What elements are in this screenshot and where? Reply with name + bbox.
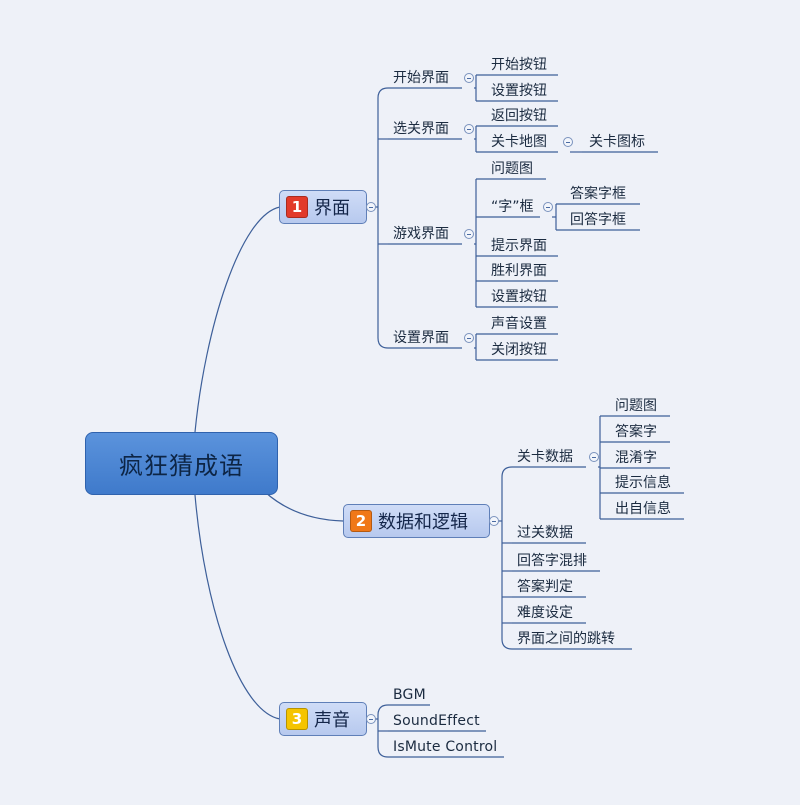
leaf-settings-button[interactable]: 设置按钮 (491, 289, 547, 305)
leaf-start-button[interactable]: 开始按钮 (491, 57, 547, 73)
subtopic-clear-data[interactable]: 过关数据 (517, 525, 573, 541)
subtopic-difficulty-setting[interactable]: 难度设定 (517, 605, 573, 621)
subtopic-game-screen[interactable]: 游戏界面 (393, 226, 449, 242)
leaf-question-image[interactable]: 问题图 (615, 398, 657, 414)
main-topic-ui[interactable]: 1 界面 (279, 190, 367, 224)
collapse-toggle-icon[interactable] (589, 452, 599, 462)
leaf-source-info[interactable]: 出自信息 (615, 501, 671, 517)
collapse-toggle-icon[interactable] (464, 73, 474, 83)
subtopic-start-screen[interactable]: 开始界面 (393, 70, 449, 86)
subtopic-level-data[interactable]: 关卡数据 (517, 449, 573, 465)
leaf-reply-character-box[interactable]: 回答字框 (570, 212, 626, 228)
connector-root-data (264, 491, 344, 522)
leaf-decoy-characters[interactable]: 混淆字 (615, 450, 657, 466)
main-topic-label: 界面 (314, 198, 350, 219)
main-topic-label: 数据和逻辑 (378, 512, 468, 533)
subtopic-sound-effect[interactable]: SoundEffect (393, 713, 480, 729)
leaf-victory-screen[interactable]: 胜利界面 (491, 263, 547, 279)
leaf-hint-info[interactable]: 提示信息 (615, 475, 671, 491)
leaf-level-icon[interactable]: 关卡图标 (589, 134, 645, 150)
priority-3-icon: 3 (286, 708, 308, 730)
subtopic-mute-control[interactable]: IsMute Control (393, 739, 498, 755)
priority-1-icon: 1 (286, 196, 308, 218)
subtopic-level-select-screen[interactable]: 选关界面 (393, 121, 449, 137)
collapse-toggle-icon[interactable] (366, 714, 376, 724)
collapse-toggle-icon[interactable] (543, 202, 553, 212)
collapse-toggle-icon[interactable] (464, 229, 474, 239)
main-topic-data-logic[interactable]: 2 数据和逻辑 (343, 504, 490, 538)
subtopic-answer-check[interactable]: 答案判定 (517, 579, 573, 595)
leaf-back-button[interactable]: 返回按钮 (491, 108, 547, 124)
collapse-toggle-icon[interactable] (489, 516, 499, 526)
leaf-level-map[interactable]: 关卡地图 (491, 134, 547, 150)
collapse-toggle-icon[interactable] (464, 124, 474, 134)
leaf-question-image[interactable]: 问题图 (491, 161, 533, 177)
collapse-toggle-icon[interactable] (366, 202, 376, 212)
priority-2-icon: 2 (350, 510, 372, 532)
central-topic[interactable]: 疯狂猜成语 (85, 432, 278, 495)
leaf-answer-character-box[interactable]: 答案字框 (570, 186, 626, 202)
subtopic-bgm[interactable]: BGM (393, 687, 426, 703)
collapse-toggle-icon[interactable] (563, 137, 573, 147)
leaf-close-button[interactable]: 关闭按钮 (491, 342, 547, 358)
main-topic-sound[interactable]: 3 声音 (279, 702, 367, 736)
leaf-hint-screen[interactable]: 提示界面 (491, 238, 547, 254)
collapse-toggle-icon[interactable] (464, 333, 474, 343)
connector-root-ui (194, 206, 281, 433)
subtopic-screen-transitions[interactable]: 界面之间的跳转 (517, 631, 615, 647)
leaf-character-box[interactable]: “字”框 (491, 199, 534, 215)
main-topic-label: 声音 (314, 710, 350, 731)
leaf-settings-button[interactable]: 设置按钮 (491, 83, 547, 99)
subtopic-character-shuffle[interactable]: 回答字混排 (517, 553, 587, 569)
leaf-sound-settings[interactable]: 声音设置 (491, 316, 547, 332)
leaf-answer-characters[interactable]: 答案字 (615, 424, 657, 440)
connector-root-sound (194, 494, 281, 720)
subtopic-settings-screen[interactable]: 设置界面 (393, 330, 449, 346)
